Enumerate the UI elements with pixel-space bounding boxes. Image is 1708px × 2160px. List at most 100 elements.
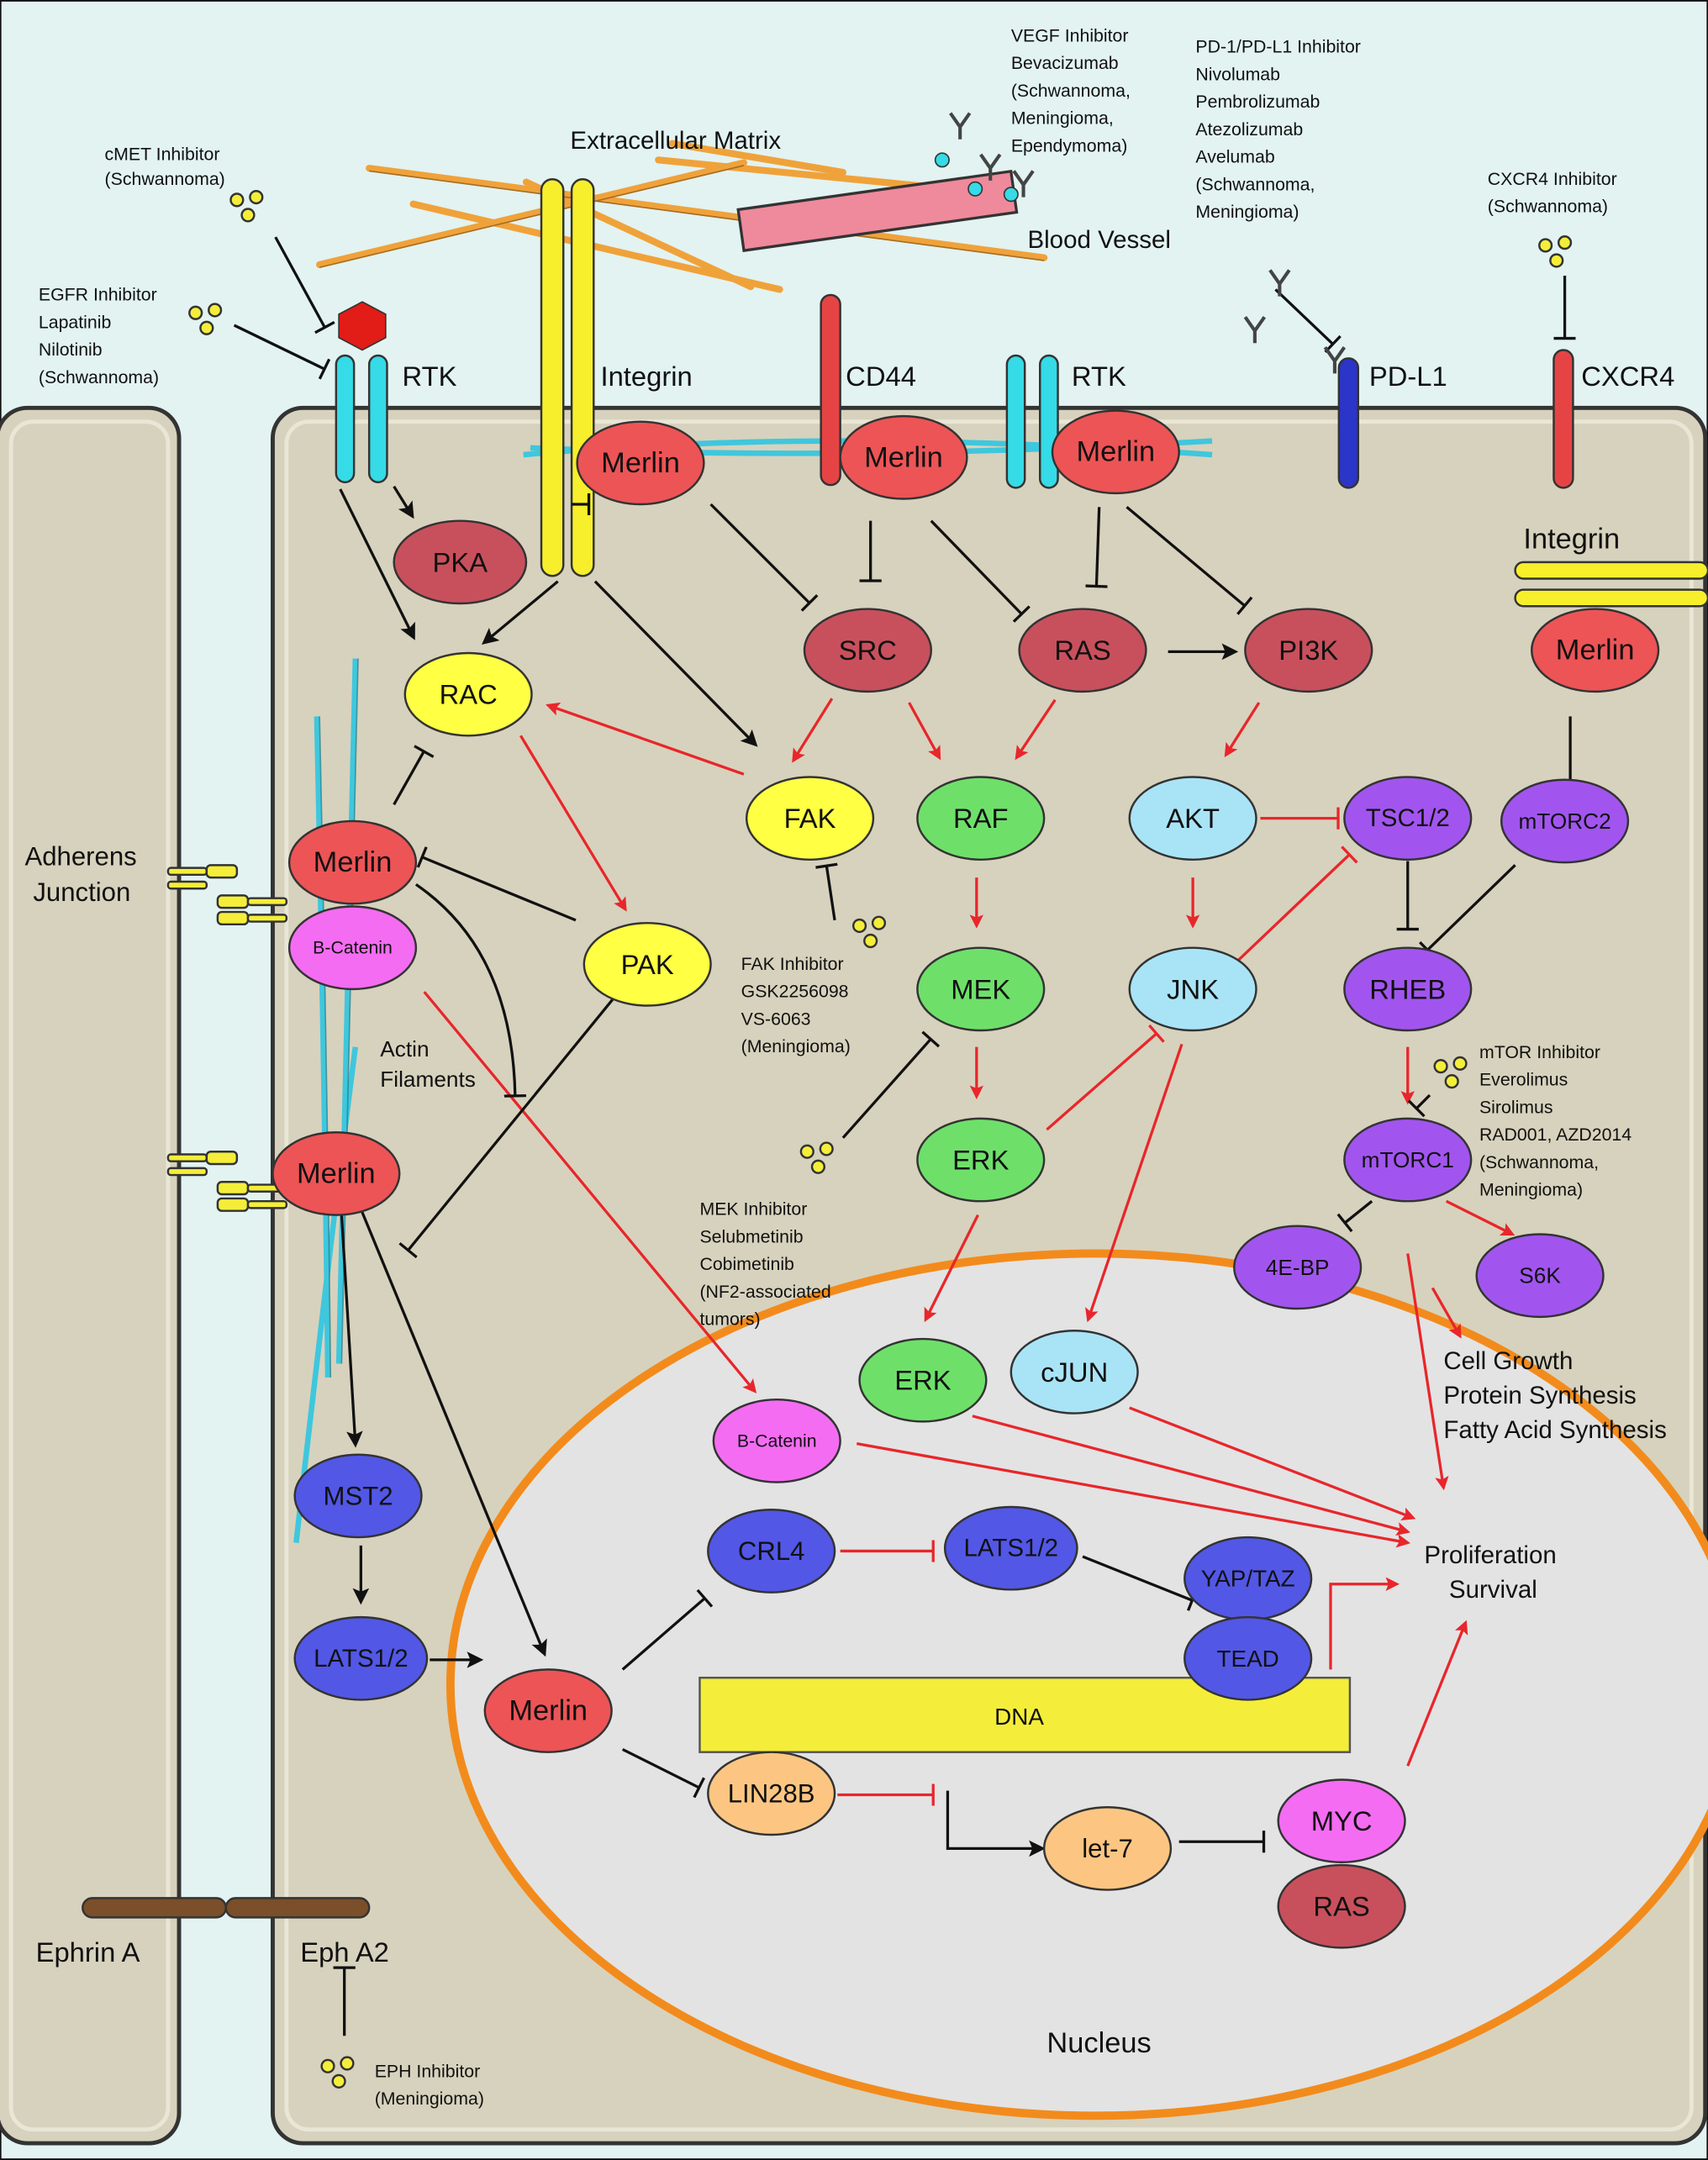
pd-l1-label: PD-L1 <box>1369 361 1447 392</box>
svg-text:Nilotinib: Nilotinib <box>39 340 103 360</box>
svg-text:mTOR Inhibitor: mTOR Inhibitor <box>1479 1042 1600 1062</box>
node-label: Merlin <box>1556 635 1635 666</box>
node-s6k[interactable]: S6K <box>1475 1233 1605 1319</box>
node-tsc12[interactable]: TSC1/2 <box>1343 776 1473 861</box>
proliferation-label-line2: Survival <box>1449 1576 1537 1604</box>
node-label: RAS <box>1054 635 1110 666</box>
svg-text:Ependymoma): Ependymoma) <box>1011 136 1128 156</box>
svg-text:Nivolumab: Nivolumab <box>1195 64 1280 84</box>
rtk-receptor-middle <box>1005 354 1059 489</box>
node-cjun[interactable]: cJUN <box>1010 1330 1139 1415</box>
rtk-mid-label: RTK <box>1072 361 1126 392</box>
node-label: MST2 <box>324 1481 393 1510</box>
node-label: LATS1/2 <box>314 1645 409 1673</box>
node-jnk[interactable]: JNK <box>1128 946 1257 1032</box>
node-merlin-nucleus[interactable]: Merlin <box>483 1668 613 1753</box>
node-ras-nucleus[interactable]: RAS <box>1277 1863 1406 1949</box>
svg-text:FAK Inhibitor: FAK Inhibitor <box>741 954 844 974</box>
node-label: PI3K <box>1278 635 1338 666</box>
node-yap-taz[interactable]: YAP/TAZ <box>1183 1536 1313 1621</box>
dna-label: DNA <box>994 1704 1044 1730</box>
node-mtorc2[interactable]: mTORC2 <box>1500 778 1630 864</box>
red-inhibition-lines <box>837 807 1358 1806</box>
svg-text:Pembrolizumab: Pembrolizumab <box>1195 92 1320 112</box>
node-label: B-Catenin <box>313 938 393 958</box>
node-mst2[interactable]: MST2 <box>293 1453 423 1539</box>
svg-text:Cobimetinib: Cobimetinib <box>699 1254 793 1274</box>
node-label: PKA <box>433 546 488 577</box>
node-mek[interactable]: MEK <box>916 946 1046 1032</box>
node-akt[interactable]: AKT <box>1128 776 1257 861</box>
node-erk-nucleus[interactable]: ERK <box>858 1337 988 1423</box>
svg-text:GSK2256098: GSK2256098 <box>741 982 849 1002</box>
node-label: RAC <box>440 679 498 710</box>
node-merlin-lower[interactable]: Merlin <box>271 1131 401 1216</box>
actin-filaments-label-line1: Actin <box>380 1036 429 1062</box>
cell-growth-label-line3: Fatty Acid Synthesis <box>1443 1416 1666 1444</box>
vegf-inhibitor-text: VEGF Inhibitor Bevacizumab (Schwannoma, … <box>1011 25 1131 155</box>
node-fak[interactable]: FAK <box>745 776 875 861</box>
pd-l1-receptor <box>1337 357 1359 489</box>
actin-filaments-label-line2: Filaments <box>380 1067 476 1092</box>
svg-text:Meningioma): Meningioma) <box>1195 202 1299 222</box>
mtor-inhibitor-text: mTOR Inhibitor Everolimus Sirolimus RAD0… <box>1479 1042 1632 1200</box>
node-let-7[interactable]: let-7 <box>1042 1806 1173 1891</box>
node-label: AKT <box>1166 803 1220 834</box>
node-merlin-integrin[interactable]: Merlin <box>576 420 705 506</box>
node-merlin-rtk[interactable]: Merlin <box>1051 409 1180 495</box>
node-merlin-adherens[interactable]: Merlin <box>287 819 418 905</box>
node-label: MEK <box>951 973 1010 1004</box>
blood-vessel-label: Blood Vessel <box>1027 226 1170 254</box>
node-b-catenin-adherens[interactable]: B-Catenin <box>287 905 418 991</box>
node-label: TSC1/2 <box>1366 804 1450 832</box>
node-label: CRL4 <box>738 1536 805 1566</box>
node-merlin-cd44[interactable]: Merlin <box>839 414 968 500</box>
node-pi3k[interactable]: PI3K <box>1244 608 1373 693</box>
node-rheb[interactable]: RHEB <box>1343 946 1473 1032</box>
svg-text:MEK Inhibitor: MEK Inhibitor <box>699 1199 807 1220</box>
node-crl4[interactable]: CRL4 <box>707 1509 836 1594</box>
node-ras[interactable]: RAS <box>1018 608 1147 693</box>
node-label: let-7 <box>1082 1834 1133 1863</box>
node-erk[interactable]: ERK <box>916 1117 1046 1203</box>
node-label: LIN28B <box>728 1778 815 1808</box>
activation-arrows <box>423 698 1516 1767</box>
node-lin28b[interactable]: LIN28B <box>707 1751 836 1836</box>
node-label: mTORC1 <box>1362 1147 1454 1172</box>
node-src[interactable]: SRC <box>803 608 932 693</box>
node-label: MYC <box>1311 1805 1373 1836</box>
svg-text:EPH Inhibitor: EPH Inhibitor <box>375 2061 480 2081</box>
svg-text:(Schwannoma,: (Schwannoma, <box>1479 1152 1599 1172</box>
svg-text:(NF2-associated: (NF2-associated <box>699 1282 830 1302</box>
svg-text:PD-1/PD-L1 Inhibitor: PD-1/PD-L1 Inhibitor <box>1195 37 1361 57</box>
cxcr4-receptor <box>1552 349 1574 489</box>
node-pka[interactable]: PKA <box>393 519 528 605</box>
nucleus-label: Nucleus <box>1046 2027 1151 2059</box>
node-pak[interactable]: PAK <box>583 921 712 1007</box>
integrin-right-label: Integrin <box>1523 523 1620 555</box>
node-lats12-cytoplasm[interactable]: LATS1/2 <box>293 1615 429 1701</box>
node-rac[interactable]: RAC <box>403 651 533 737</box>
cell-growth-label-line1: Cell Growth <box>1443 1347 1573 1375</box>
node-mtorc1[interactable]: mTORC1 <box>1343 1117 1473 1203</box>
svg-text:Meningioma,: Meningioma, <box>1011 108 1114 129</box>
node-label: RAF <box>953 803 1009 834</box>
ephrin-a-label: Ephrin A <box>36 1936 140 1968</box>
node-label: Merlin <box>297 1157 376 1189</box>
node-b-catenin-nucleus[interactable]: B-Catenin <box>712 1398 841 1483</box>
node-label: RHEB <box>1369 973 1446 1004</box>
node-merlin-right[interactable]: Merlin <box>1531 608 1660 693</box>
black-arrows <box>339 485 1239 1857</box>
extracellular-matrix-label: Extracellular Matrix <box>570 127 781 155</box>
cell-growth-label-line2: Protein Synthesis <box>1443 1382 1636 1409</box>
node-raf[interactable]: RAF <box>916 776 1046 861</box>
node-lats12-nucleus[interactable]: LATS1/2 <box>943 1505 1078 1591</box>
node-4e-bp[interactable]: 4E-BP <box>1233 1225 1363 1310</box>
node-tead[interactable]: TEAD <box>1183 1615 1313 1701</box>
adherens-junction-label-line1: Adherens <box>24 841 136 871</box>
svg-text:Selubmetinib: Selubmetinib <box>699 1226 803 1246</box>
node-label: S6K <box>1519 1263 1561 1288</box>
node-myc[interactable]: MYC <box>1277 1778 1406 1864</box>
cmet-inhibitor-text: cMET Inhibitor (Schwannoma) <box>105 144 225 188</box>
